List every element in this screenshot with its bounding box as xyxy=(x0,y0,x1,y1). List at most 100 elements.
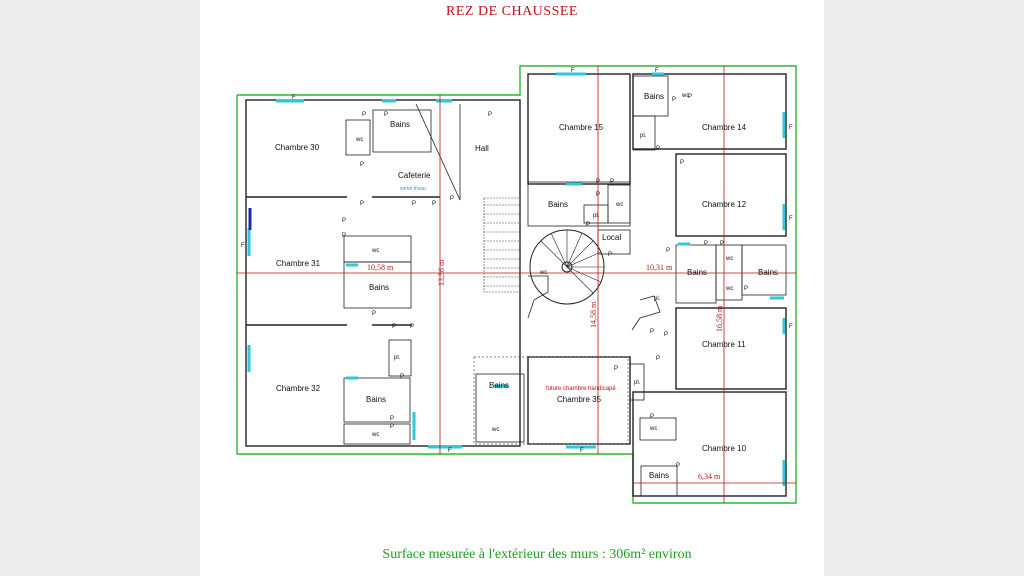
label-chambre-31: Chambre 31 xyxy=(276,259,321,268)
future-room-outline xyxy=(473,356,629,445)
door-p: P xyxy=(412,201,416,207)
label-f: F xyxy=(789,216,793,222)
label-wc: wc xyxy=(725,256,733,262)
label-f: F xyxy=(241,243,245,249)
label-chambre-10: Chambre 10 xyxy=(702,444,747,453)
label-hall: Hall xyxy=(475,144,489,153)
label-pl: pl. xyxy=(640,133,647,139)
surface-note: Surface mesurée à l'extérieur des murs :… xyxy=(382,547,692,562)
label-bains: Bains xyxy=(644,92,664,101)
label-bains: Bains xyxy=(548,200,568,209)
door-p: P xyxy=(342,233,346,239)
door-p: P xyxy=(656,356,660,362)
door-p: P xyxy=(650,414,654,420)
label-chambre-32: Chambre 32 xyxy=(276,384,321,393)
door-p: P xyxy=(664,332,668,338)
door-p: P xyxy=(680,160,684,166)
door-p: P xyxy=(390,424,394,430)
label-f: F xyxy=(571,68,575,74)
label-pl: pl. xyxy=(634,380,641,386)
door-p: P xyxy=(744,286,748,292)
door-p: P xyxy=(432,201,436,207)
door-p: P xyxy=(650,329,654,335)
door-p: P xyxy=(688,94,692,100)
label-chambre-11: Chambre 11 xyxy=(702,340,746,349)
door-p: P xyxy=(400,374,404,380)
plan-title: REZ DE CHAUSSEE xyxy=(446,4,578,19)
dimension-10-58: 10,58 m xyxy=(367,263,394,272)
windows xyxy=(247,72,786,486)
label-chambre-30: Chambre 30 xyxy=(275,143,320,152)
label-pl: pl. xyxy=(654,296,661,302)
door-p: P xyxy=(384,112,388,118)
label-f: F xyxy=(789,324,793,330)
label-local: Local xyxy=(602,233,621,242)
door-p: P xyxy=(596,192,600,198)
door-p: P xyxy=(614,366,618,372)
label-wc: wc xyxy=(371,248,379,254)
label-chambre-12: Chambre 12 xyxy=(702,200,747,209)
label-f: F xyxy=(292,95,296,101)
walls xyxy=(245,73,787,497)
door-p: P xyxy=(704,241,708,247)
dimension-lines xyxy=(237,66,796,503)
label-f: F xyxy=(580,448,584,454)
dimension-16-58: 16,58 m xyxy=(715,305,724,332)
label-wc: wc xyxy=(649,426,657,432)
door-p: P xyxy=(392,324,396,330)
label-chambre-35: Chambre 35 xyxy=(557,395,602,404)
label-chambre-15: Chambre 15 xyxy=(559,123,604,132)
label-wc: wc xyxy=(491,427,499,433)
label-wc: wc xyxy=(539,270,547,276)
door-p: P xyxy=(390,416,394,422)
door-p: P xyxy=(360,162,364,168)
door-p: P xyxy=(586,222,590,228)
label-bains: Bains xyxy=(649,471,669,480)
label-bains: Bains xyxy=(369,283,389,292)
door-p: P xyxy=(596,179,600,185)
label-f: F xyxy=(789,125,793,131)
label-wc: wc xyxy=(725,286,733,292)
door-p: P xyxy=(362,112,366,118)
door-p: P xyxy=(672,97,676,103)
dimension-6-34: 6,34 m xyxy=(698,472,721,481)
plan-sheet xyxy=(200,0,824,576)
door-p: P xyxy=(488,112,492,118)
door-p: P xyxy=(608,252,612,258)
door-markers: P P P P P P P P P P P P P P P P P P P P … xyxy=(342,94,748,469)
label-f: F xyxy=(448,448,452,454)
label-bains: Bains xyxy=(489,381,509,390)
door-p: P xyxy=(372,311,376,317)
label-bains: Bains xyxy=(390,120,410,129)
door-p: P xyxy=(656,146,660,152)
label-wc: wc xyxy=(355,137,363,143)
label-wc: wc xyxy=(615,202,623,208)
door-p: P xyxy=(666,248,670,254)
door-p: P xyxy=(360,201,364,207)
door-p: P xyxy=(342,218,346,224)
dimension-10-31: 10,31 m xyxy=(646,263,673,272)
dimension-14-58: 14,58 m xyxy=(589,301,598,328)
door-p: P xyxy=(676,463,680,469)
door-p: P xyxy=(450,196,454,202)
small-note: sortie d'eau xyxy=(400,186,426,192)
door-p: P xyxy=(720,241,724,247)
label-pl: pl. xyxy=(394,355,401,361)
door-p: P xyxy=(610,179,614,185)
staircase xyxy=(483,197,605,319)
future-room-note: future chambre handicapé xyxy=(546,386,616,392)
label-bains: Bains xyxy=(687,268,707,277)
label-bains: Bains xyxy=(366,395,386,404)
label-wc: wc xyxy=(371,432,379,438)
dimension-13-56: 13,56 m xyxy=(437,259,446,286)
label-chambre-14: Chambre 14 xyxy=(702,123,747,132)
label-f: F xyxy=(655,68,659,74)
label-pl: pl. xyxy=(593,213,600,219)
building-outline xyxy=(236,65,797,504)
door-p: P xyxy=(410,324,414,330)
label-bains: Bains xyxy=(758,268,778,277)
label-wc: wc xyxy=(681,93,689,99)
label-cafeterie: Cafeterie xyxy=(398,171,431,180)
